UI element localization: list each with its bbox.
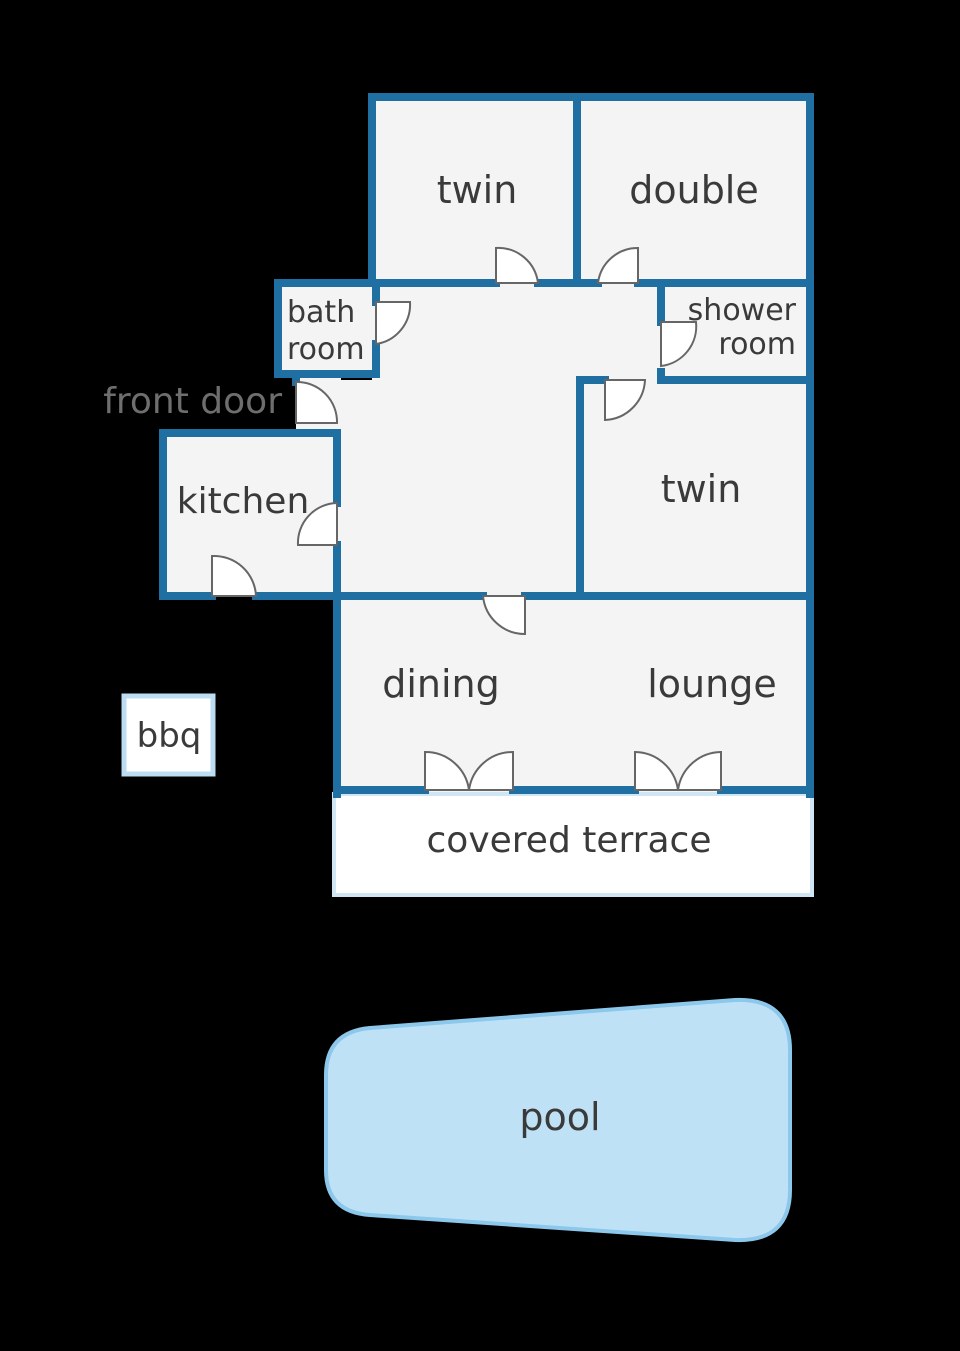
wall-kitchen <box>159 429 341 600</box>
door-dining <box>481 595 526 636</box>
door-kitchen-outside <box>211 554 258 597</box>
door-terrace-right-b <box>676 750 722 791</box>
label-twin-right: twin <box>661 467 742 511</box>
door-twin-top <box>495 246 540 284</box>
label-bath-room-line2: room <box>287 332 365 367</box>
label-kitchen: kitchen <box>177 481 310 522</box>
covered-terrace-floor <box>332 792 814 897</box>
label-bath-room-line1: bath <box>287 295 355 330</box>
label-front-door: front door <box>103 381 282 422</box>
label-pool: pool <box>519 1095 600 1139</box>
wall-shower-bottom <box>657 368 814 384</box>
pool-shape <box>324 997 792 1243</box>
door-terrace-right-a <box>634 750 680 791</box>
door-shower-room <box>660 321 698 368</box>
label-shower-room-line1: shower <box>688 293 797 328</box>
label-shower-room-line2: room <box>718 327 796 362</box>
label-lounge: lounge <box>647 662 776 706</box>
doors <box>211 246 722 791</box>
wall-bath-room <box>274 279 380 378</box>
bbq-box <box>121 693 216 777</box>
door-bath-room <box>375 301 412 346</box>
wall-outer-top <box>368 93 814 798</box>
label-bbq: bbq <box>137 716 202 756</box>
room-labels: twin double bath room shower room twin k… <box>103 168 796 1139</box>
label-twin-top: twin <box>437 168 518 212</box>
door-terrace-left-a <box>424 750 471 791</box>
door-front <box>295 380 339 424</box>
bath-room-floor <box>278 283 378 376</box>
door-terrace-left-b <box>467 750 514 791</box>
label-double: double <box>629 168 759 212</box>
dining-lounge-floor <box>337 380 810 794</box>
label-dining: dining <box>382 662 500 706</box>
door-twin-right <box>604 379 647 422</box>
door-double <box>596 246 639 284</box>
door-kitchen <box>296 501 338 546</box>
label-covered-terrace: covered terrace <box>427 820 712 861</box>
walls <box>159 93 814 798</box>
